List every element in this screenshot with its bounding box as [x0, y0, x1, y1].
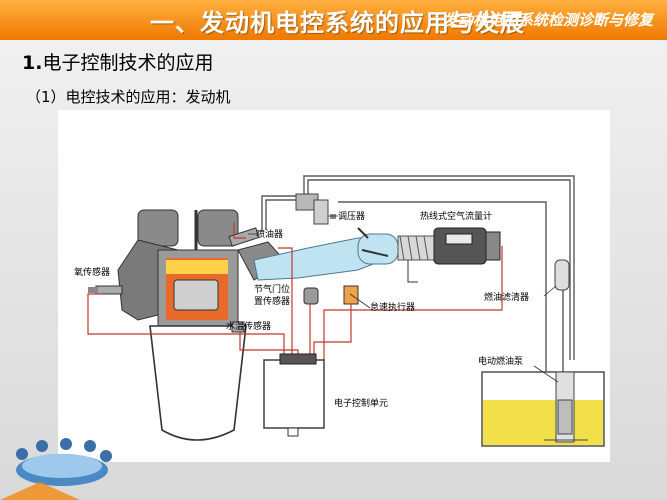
label-oxygen-sensor: 氧传感器: [74, 266, 110, 278]
section-heading: 1.电子控制技术的应用: [22, 48, 213, 75]
fuel-tank: [481, 371, 605, 447]
section-number: 1.: [22, 52, 43, 74]
slide-title: 一、发动机电控系统的应用与发展: [150, 9, 525, 37]
intake-system: [253, 227, 501, 305]
label-pressure-regulator: 调压器: [338, 211, 365, 222]
diagram-drawing: 调压器 热线式空气流量计 喷油器 氧传感器 节气门位 置传感器 燃油滤清器 怠速…: [74, 175, 605, 447]
course-subtitle: 发动机电控系统检测诊断与修复: [442, 11, 653, 29]
label-throttle-sensor-1: 节气门位: [254, 283, 290, 295]
section-heading-text: 电子控制技术的应用: [42, 52, 214, 74]
label-injector: 喷油器: [256, 228, 283, 240]
coolant-sensor-part: [231, 321, 245, 333]
meeting-table-clipart: [0, 438, 112, 500]
engine-control-diagram: 调压器 热线式空气流量计 喷油器 氧传感器 节气门位 置传感器 燃油滤清器 怠速…: [58, 110, 610, 462]
oxygen-sensor-part: [88, 285, 123, 295]
fuel-filter-part: [554, 259, 570, 291]
label-coolant-temp-sensor: 水温传感器: [226, 320, 271, 332]
label-hot-wire-maf: 热线式空气流量计: [420, 210, 492, 222]
subsection-heading: （1）电控技术的应用：发动机: [26, 88, 231, 106]
leader-lines: [248, 215, 559, 383]
injector-part: [228, 227, 260, 247]
header-bar: 一、发动机电控系统的应用与发展 发动机电控系统检测诊断与修复: [0, 0, 667, 40]
label-throttle-sensor-2: 置传感器: [254, 295, 290, 307]
label-ecu: 电子控制单元: [334, 397, 388, 409]
ecu-unit: [263, 353, 325, 437]
engine-block: [117, 209, 285, 441]
label-electric-fuel-pump: 电动燃油泵: [478, 355, 523, 367]
throttle-sensor-part: [303, 287, 319, 305]
label-idle-actuator: 怠速执行器: [370, 301, 415, 313]
pressure-regulator-part: [295, 193, 336, 225]
label-fuel-filter: 燃油滤清器: [484, 291, 529, 303]
